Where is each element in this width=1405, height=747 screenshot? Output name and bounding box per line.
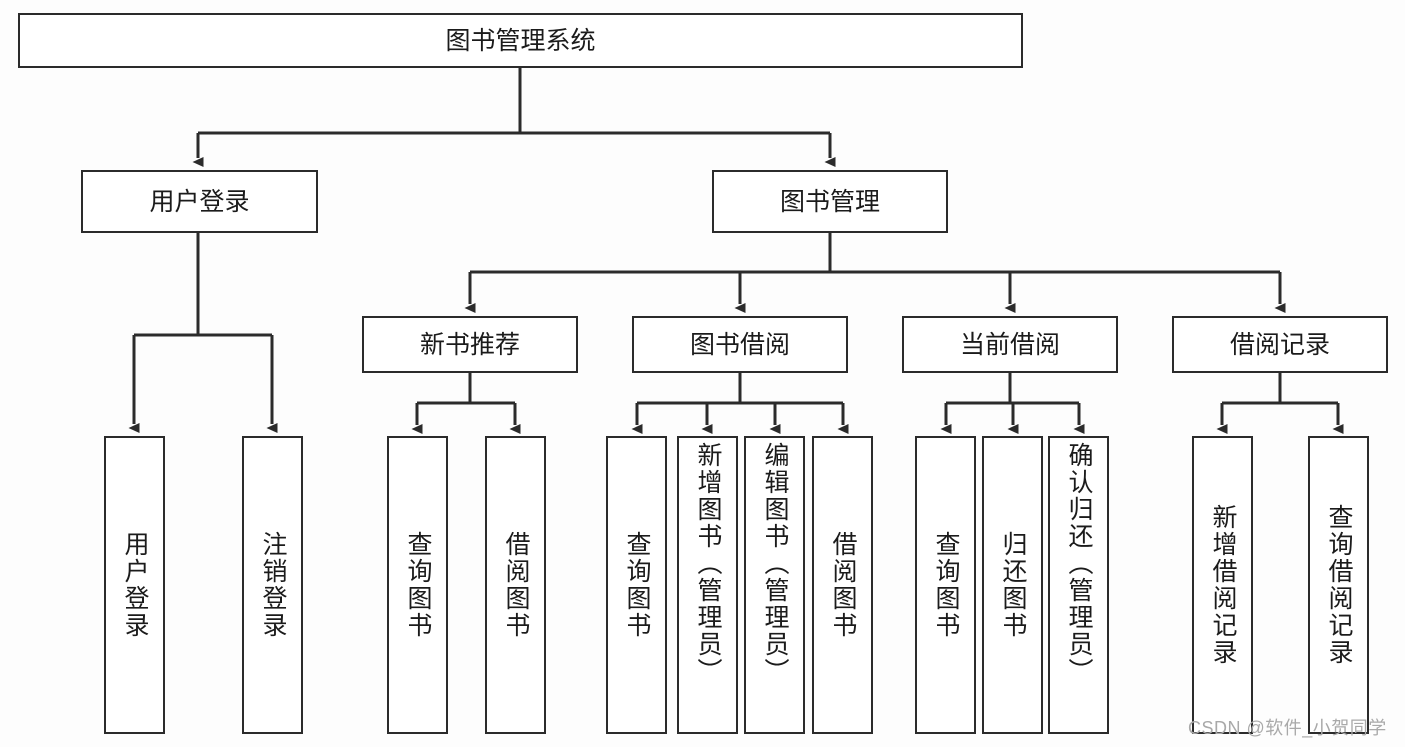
leaf-borrow-book[interactable]: 借阅图书	[812, 436, 873, 734]
leaf-add-book-admin[interactable]: 新增图书（管理员）	[677, 436, 738, 734]
node-label: 借阅图书	[502, 531, 530, 639]
leaf-query-book-recommend[interactable]: 查询图书	[387, 436, 448, 734]
leaf-query-book-borrow[interactable]: 查询图书	[606, 436, 667, 734]
node-new-book-recommend[interactable]: 新书推荐	[362, 316, 578, 373]
leaf-query-book-current[interactable]: 查询图书	[915, 436, 976, 734]
node-label: 新增图书（管理员）	[694, 442, 722, 685]
node-label: 图书借阅	[689, 330, 790, 359]
node-label: 查询借阅记录	[1325, 504, 1353, 666]
node-label: 新增借阅记录	[1209, 504, 1237, 666]
node-label: 查询图书	[404, 531, 432, 639]
node-label: 新书推荐	[419, 330, 520, 359]
node-label: 图书管理	[779, 187, 880, 216]
leaf-edit-book-admin[interactable]: 编辑图书（管理员）	[744, 436, 805, 734]
node-label: 图书管理系统	[445, 26, 596, 55]
leaf-add-borrow-record[interactable]: 新增借阅记录	[1192, 436, 1253, 734]
node-label: 注销登录	[259, 531, 287, 639]
node-label: 查询图书	[623, 531, 651, 639]
leaf-query-borrow-record[interactable]: 查询借阅记录	[1308, 436, 1369, 734]
leaf-logout[interactable]: 注销登录	[242, 436, 303, 734]
node-label: 确认归还（管理员）	[1065, 442, 1093, 685]
node-label: 归还图书	[999, 531, 1027, 639]
node-current-borrow[interactable]: 当前借阅	[902, 316, 1118, 373]
node-label: 用户登录	[149, 187, 250, 216]
node-user-login[interactable]: 用户登录	[81, 170, 318, 233]
node-label: 借阅图书	[829, 531, 857, 639]
node-root-library-system[interactable]: 图书管理系统	[18, 13, 1023, 68]
node-label: 查询图书	[932, 531, 960, 639]
node-label: 用户登录	[121, 531, 149, 639]
node-label: 编辑图书（管理员）	[761, 442, 789, 685]
node-label: 当前借阅	[959, 330, 1060, 359]
node-book-borrow[interactable]: 图书借阅	[632, 316, 848, 373]
node-book-management[interactable]: 图书管理	[712, 170, 948, 233]
watermark: CSDN @软件_小贺同学	[1188, 718, 1387, 738]
leaf-user-login[interactable]: 用户登录	[104, 436, 165, 734]
leaf-borrow-book-recommend[interactable]: 借阅图书	[485, 436, 546, 734]
leaf-confirm-return-admin[interactable]: 确认归还（管理员）	[1048, 436, 1109, 734]
node-label: 借阅记录	[1229, 330, 1330, 359]
leaf-return-book[interactable]: 归还图书	[982, 436, 1043, 734]
node-borrow-record[interactable]: 借阅记录	[1172, 316, 1388, 373]
